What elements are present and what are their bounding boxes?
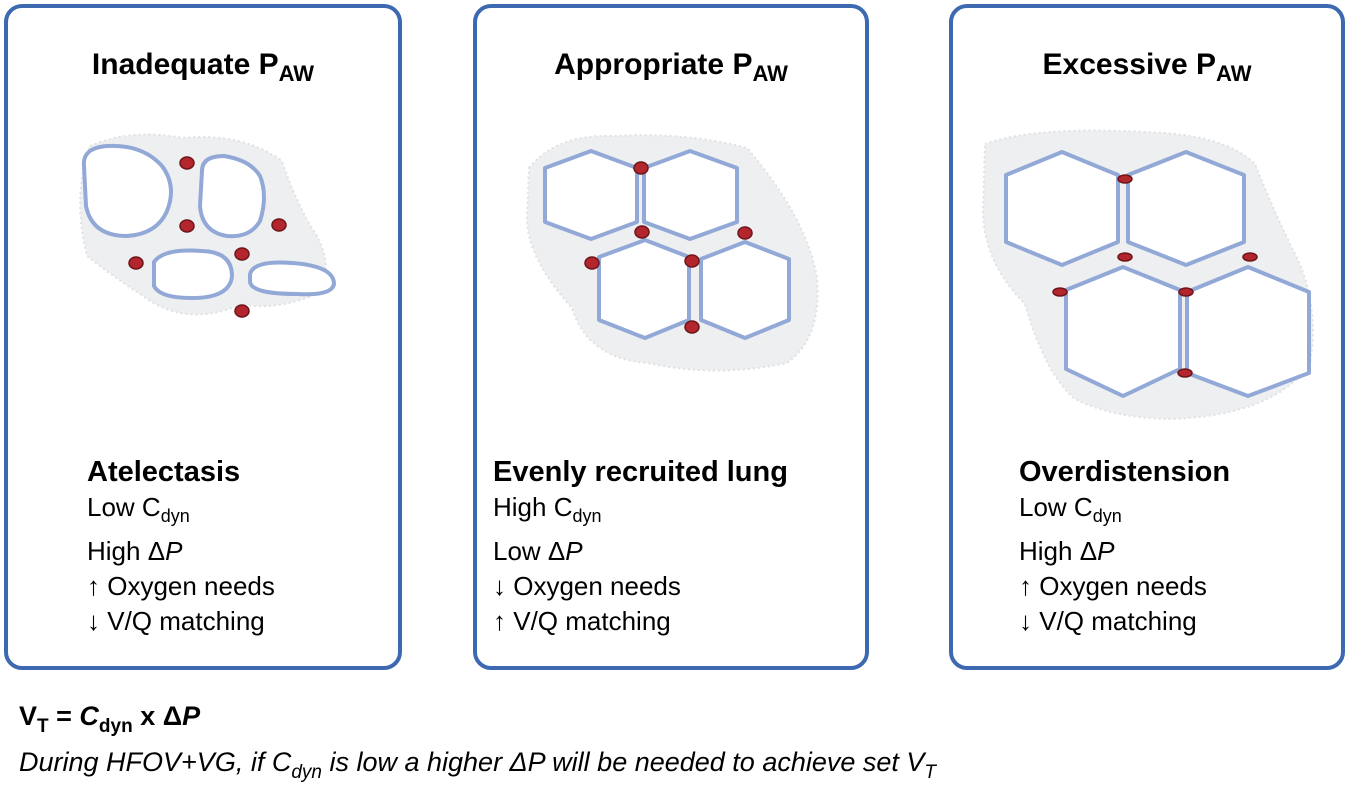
capillary [1117,252,1133,262]
pressure-line: High ΔP [87,536,183,566]
panel-description: Evenly recruited lung High Cdyn Low ΔP ↓… [493,454,788,639]
oxygen-line: ↓ Oxygen needs [493,571,681,601]
collapsed-alveolus [248,260,337,297]
collapsed-alveolus [197,153,266,239]
oxygen-line: ↑ Oxygen needs [1019,571,1207,601]
panel-description: Overdistension Low Cdyn High ΔP ↑ Oxygen… [1019,454,1230,639]
panel-title: Excessive PAW [1042,48,1252,86]
capillary [179,219,195,233]
alveolus [1004,150,1120,267]
oxygen-line: ↑ Oxygen needs [87,571,275,601]
panel-appropriate: Appropriate PAW Evenly recruited lung Hi… [473,4,869,670]
capillary [1178,287,1194,297]
capillary [684,320,700,334]
capillary [634,225,650,239]
capillary [737,226,753,240]
collapsed-alveolus [152,248,235,301]
overdistension-illustration [981,129,1314,421]
collapsed-alveolus [81,143,173,239]
capillary [234,247,250,261]
alveolus [1064,265,1182,398]
compliance-line: Low Cdyn [87,492,190,526]
capillary [1052,287,1068,297]
vq-line: ↓ V/Q matching [1019,606,1197,636]
capillary [1177,368,1193,378]
atelectasis-illustration [79,133,337,318]
panel-description: Atelectasis Low Cdyn High ΔP ↑ Oxygen ne… [87,454,275,639]
alveolus [642,149,739,241]
capillary [584,256,600,270]
alveolus [597,238,691,340]
capillary [234,304,250,318]
description-heading: Atelectasis [87,456,241,488]
alveolus [543,149,639,241]
capillary [179,156,195,170]
capillary [684,254,700,268]
description-heading: Overdistension [1019,456,1231,488]
hfov-note: During HFOV+VG, if Cdyn is low a higher … [19,747,937,783]
alveolus [699,240,791,340]
panel-excessive: Excessive PAW Overdistension Low Cdyn Hi… [949,4,1345,670]
panel-inadequate: Inadequate PAW Atelectasis Low Cdyn High… [4,4,402,670]
footer: VT = Cdyn x ΔP During HFOV+VG, if Cdyn i… [19,700,936,792]
alveolus [1185,265,1311,398]
pressure-line: High ΔP [1019,536,1115,566]
capillary [271,218,287,232]
capillary [633,161,649,175]
panel-title: Inadequate PAW [91,48,315,86]
description-heading: Evenly recruited lung [493,456,788,488]
vq-line: ↓ V/Q matching [87,606,265,636]
compliance-line: High Cdyn [493,492,602,526]
pressure-line: Low ΔP [493,536,583,566]
alveolus [1126,150,1246,267]
tidal-volume-formula: VT = Cdyn x ΔP [19,701,201,737]
capillary [128,256,144,270]
capillary [1242,252,1258,262]
vq-line: ↑ V/Q matching [493,606,671,636]
capillary [1117,174,1133,184]
panel-title: Appropriate PAW [554,48,788,86]
compliance-line: Low Cdyn [1019,492,1122,526]
recruited-lung-illustration [525,134,819,372]
